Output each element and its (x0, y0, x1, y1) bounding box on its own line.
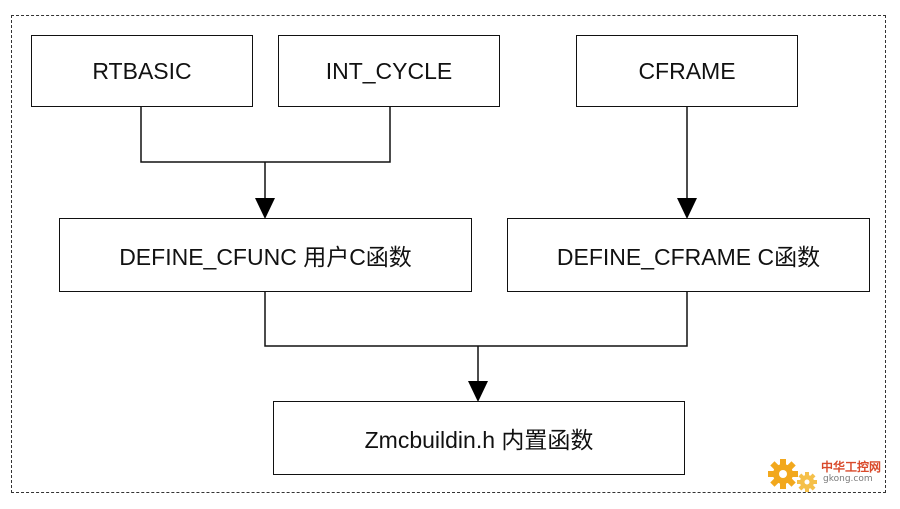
arrowhead-zmcbuildin (468, 381, 488, 402)
connector-rtbasic-merge (140, 106, 391, 163)
diagram-frame (11, 15, 886, 493)
arrowhead-define-cfunc (255, 198, 275, 219)
node-rtbasic: RTBASIC (31, 35, 253, 107)
gear-icon (768, 459, 817, 492)
watermark-url-text: gkong.com (823, 474, 873, 484)
watermark-logo: 中华工控网 gkong.com (763, 452, 893, 500)
node-cframe: CFRAME (576, 35, 798, 107)
node-define-cframe: DEFINE_CFRAME C函数 (507, 218, 870, 292)
node-zmcbuildin: Zmcbuildin.h 内置函数 (273, 401, 685, 475)
arrowhead-define-cframe (677, 198, 697, 219)
node-int-cycle: INT_CYCLE (278, 35, 500, 107)
node-define-cfunc: DEFINE_CFUNC 用户C函数 (59, 218, 472, 292)
watermark-cn-text: 中华工控网 (821, 460, 882, 474)
connector-define-merge (264, 291, 688, 347)
